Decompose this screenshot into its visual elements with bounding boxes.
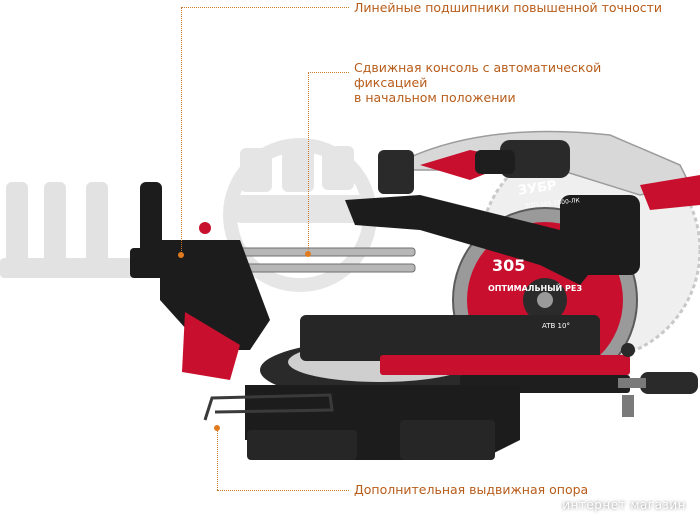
callout-dot-bearings (178, 252, 184, 258)
extendable-support (203, 393, 334, 421)
blade-title-label: ОПТИМАЛЬНЫЙ РЕЗ (488, 284, 583, 293)
base-table (300, 315, 600, 361)
lock-knob (640, 372, 698, 394)
handle (378, 150, 414, 194)
callout-bearings: Линейные подшипники повышенной точности (354, 0, 663, 15)
callout-console-line2: в начальном положении (354, 90, 516, 105)
callout-console-line1: Сдвижная консоль с автоматической фиксац… (354, 60, 602, 90)
callout-dot-support (214, 425, 220, 431)
blade-size-label: 305 (492, 256, 526, 275)
leader-support-v (217, 428, 218, 490)
leader-console-h (308, 72, 349, 73)
red-bracket (182, 312, 240, 380)
callout-dot-console (305, 251, 311, 257)
callout-support: Дополнительная выдвижная опора (354, 482, 589, 497)
callout-console: Сдвижная консоль с автоматической фиксац… (354, 60, 654, 105)
ghost-support-arms (0, 182, 140, 278)
motor-housing (500, 140, 570, 178)
saw-arm (345, 195, 600, 285)
leader-console-v (308, 72, 309, 254)
leader-support-h (217, 490, 349, 491)
leader-bearings-h (181, 7, 349, 8)
watermark: интернет магазин (562, 498, 686, 512)
leader-bearings-v (181, 7, 182, 255)
support-stop (140, 182, 162, 256)
blade-tooth-label: ATB 10° (542, 322, 570, 330)
